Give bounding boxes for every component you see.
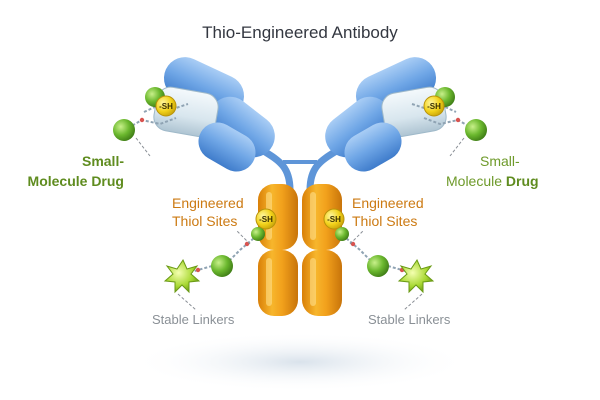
thiol-sh-badge-icon — [255, 208, 277, 230]
drug-sphere-lower-right — [367, 255, 389, 277]
thiol-sh-badge-icon — [323, 208, 345, 230]
fc-lower-right — [302, 250, 342, 316]
hinge-region — [258, 146, 342, 194]
svg-text:-SH: -SH — [427, 102, 441, 111]
fab-arm-right — [325, 57, 447, 172]
drug-sphere-upper-right-b — [465, 119, 487, 141]
label-engineered-thiol-right: Engineered — [352, 195, 424, 211]
thiol-badge-mid-left: -SH — [255, 208, 277, 230]
label-stable-linkers-right: Stable Linkers — [368, 312, 451, 327]
svg-text:-SH: -SH — [159, 102, 173, 111]
label-small-molecule-drug-left: Small- — [82, 153, 124, 169]
thiol-sh-badge-icon — [155, 95, 177, 117]
svg-text:-SH: -SH — [327, 215, 341, 224]
heavy-chain-constant-left — [209, 96, 275, 158]
payload-star-right — [397, 258, 435, 294]
label-engineered-thiol-left: Engineered — [172, 195, 244, 211]
label-thiol-sites-left: Thiol Sites — [172, 213, 237, 229]
thiol-badge-mid-right: -SH — [323, 208, 345, 230]
thiol-badge-upper-left: -SH — [155, 95, 177, 117]
label-stable-linkers-left: Stable Linkers — [152, 312, 235, 327]
label-small-molecule-drug-right: Small- — [480, 153, 520, 169]
drug-sphere-mid-right — [335, 227, 349, 241]
drug-sphere-lower-left — [211, 255, 233, 277]
floor-shadow — [130, 332, 470, 392]
label-thiol-sites-right: Thiol Sites — [352, 213, 417, 229]
fc-lower-left — [258, 250, 298, 316]
thiol-sh-badge-icon — [423, 95, 445, 117]
thiol-badge-upper-right: -SH — [423, 95, 445, 117]
label-small-molecule-drug-left-2: Molecule Drug — [28, 173, 124, 189]
heavy-chain-constant-right — [325, 96, 391, 158]
chain-linker-upper-left-2 — [127, 117, 177, 129]
payload-star-left — [163, 258, 201, 294]
svg-text:-SH: -SH — [259, 215, 273, 224]
diagram-title: Thio-Engineered Antibody — [202, 23, 398, 42]
drug-sphere-mid-left — [251, 227, 265, 241]
label-small-molecule-drug-right-2: Molecule Drug — [446, 173, 539, 189]
light-chain-constant-left — [198, 122, 256, 172]
fc-region — [258, 184, 342, 316]
light-chain-constant-right — [344, 122, 402, 172]
chain-linker-upper-right-2 — [423, 117, 473, 129]
drug-sphere-upper-left-b — [113, 119, 135, 141]
leader-lines — [135, 137, 465, 311]
